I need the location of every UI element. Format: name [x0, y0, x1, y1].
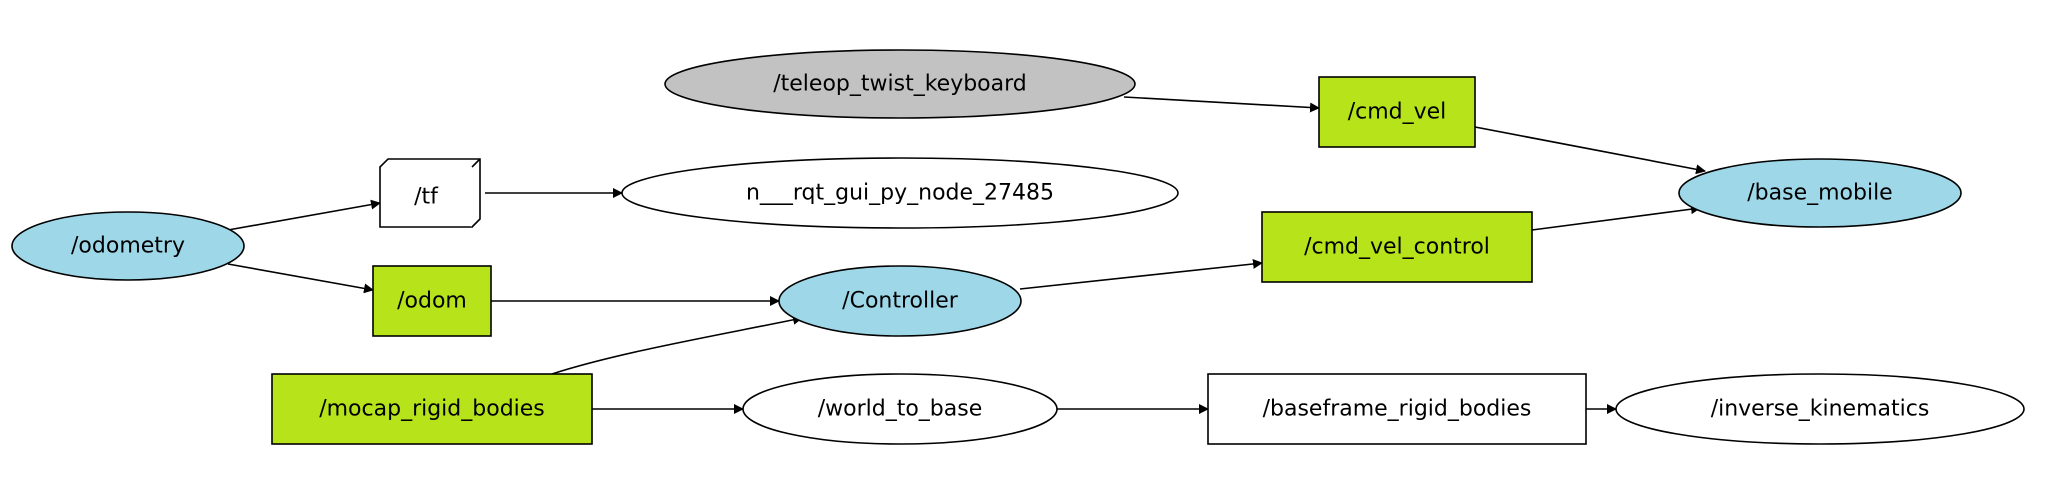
node-label: /cmd_vel: [1348, 100, 1447, 125]
node-label: /odom: [397, 289, 467, 314]
node-base_mobile[interactable]: /base_mobile: [1678, 158, 1962, 228]
edge-teleop-to-cmd_vel: [1123, 96, 1320, 113]
edge-cmd_vel_control-to-base_mobile: [1531, 204, 1701, 231]
node-shape: [778, 265, 1022, 337]
edge-mocap-to-controller: [551, 314, 803, 375]
node-label: n___rqt_gui_py_node_27485: [746, 181, 1054, 206]
edges-layer: [227, 96, 1706, 414]
node-odometry[interactable]: /odometry: [11, 211, 245, 281]
node-shape: [1318, 76, 1476, 148]
node-shape-depth: [379, 158, 481, 228]
node-shape: [11, 211, 245, 281]
node-shape: [1678, 158, 1962, 228]
node-shape: [1615, 373, 2025, 445]
node-label: /mocap_rigid_bodies: [319, 397, 545, 422]
topic-baseframe[interactable]: /baseframe_rigid_bodies: [1207, 373, 1587, 445]
nodes-layer: /odometry/tf n___rqt_gui_py_node_27485/te…: [11, 49, 2025, 445]
node-label: /odometry: [71, 234, 185, 259]
node-shape: [621, 157, 1179, 229]
node-world_to_base[interactable]: /world_to_base: [742, 373, 1058, 445]
topic-cmd_vel[interactable]: /cmd_vel: [1318, 76, 1476, 148]
topic-odom[interactable]: /odom: [372, 265, 492, 337]
edge-cmd_vel-to-base_mobile: [1474, 126, 1706, 175]
topic-tf[interactable]: /tf: [379, 158, 481, 228]
node-rqt[interactable]: n___rqt_gui_py_node_27485: [621, 157, 1179, 229]
node-shape: [742, 373, 1058, 445]
edge-odometry-to-tf: [227, 199, 381, 231]
node-label: /Controller: [842, 289, 959, 314]
node-shape: [372, 265, 492, 337]
topic-cmd_vel_control[interactable]: /cmd_vel_control: [1261, 211, 1533, 283]
node-shape: [1207, 373, 1587, 445]
node-label: /base_mobile: [1747, 181, 1892, 206]
node-shape: [664, 49, 1136, 119]
node-controller[interactable]: /Controller: [778, 265, 1022, 337]
node-inverse_kinematics[interactable]: /inverse_kinematics: [1615, 373, 2025, 445]
node-teleop[interactable]: /teleop_twist_keyboard: [664, 49, 1136, 119]
node-label: /world_to_base: [818, 397, 983, 422]
node-shape: [1261, 211, 1533, 283]
node-label: /cmd_vel_control: [1304, 235, 1490, 260]
node-shape: [271, 373, 593, 445]
node-label: /baseframe_rigid_bodies: [1263, 397, 1532, 422]
node-label: /tf: [414, 185, 439, 210]
node-label: /teleop_twist_keyboard: [773, 72, 1027, 97]
edge-odometry-to-odom: [227, 263, 374, 294]
node-label: /inverse_kinematics: [1711, 397, 1930, 422]
edge-controller-to-cmd_vel_control: [1019, 258, 1263, 290]
topic-mocap[interactable]: /mocap_rigid_bodies: [271, 373, 593, 445]
